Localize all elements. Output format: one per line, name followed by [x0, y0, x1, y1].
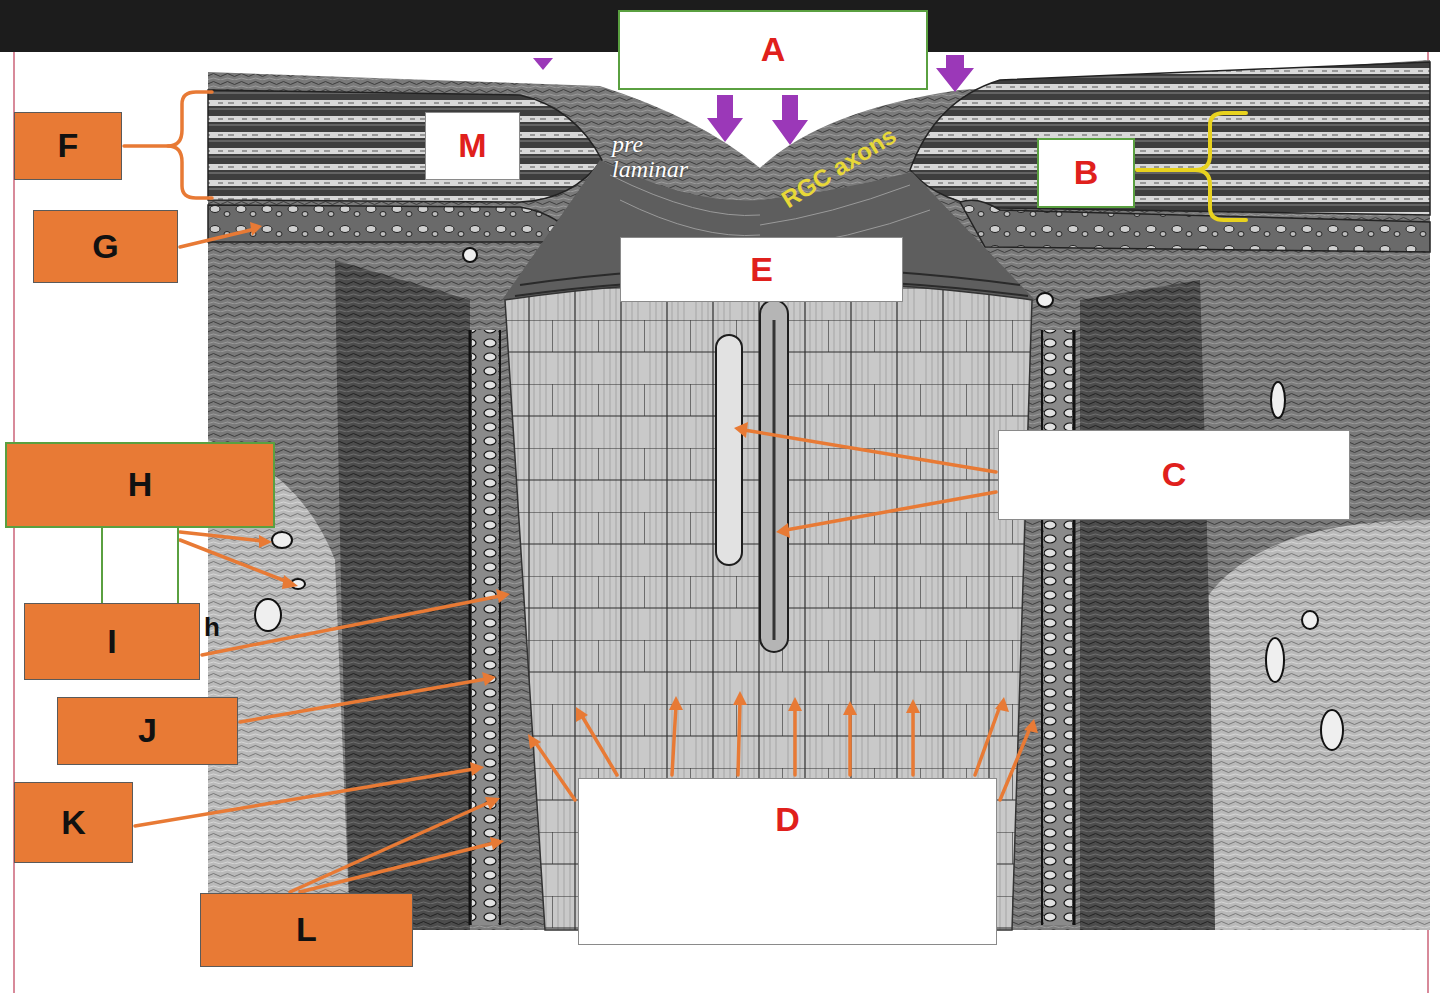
- callout-letter: A: [761, 31, 786, 68]
- callout-letter: J: [138, 712, 157, 749]
- prelaminar-region: [502, 160, 1035, 300]
- orange-arrowheads: [250, 222, 1038, 850]
- label-box: L: [200, 893, 413, 967]
- label-box: I: [24, 603, 200, 680]
- label-box: B: [1037, 138, 1135, 208]
- label-box: G: [33, 210, 178, 283]
- callout-letter: F: [58, 127, 79, 164]
- label-box: E: [620, 237, 903, 302]
- annotation-label: pre laminar: [612, 132, 724, 182]
- callout-letter: G: [92, 228, 118, 265]
- label-box: J: [57, 697, 238, 765]
- yellow-bracket: [1137, 113, 1246, 220]
- callout-letter: K: [61, 804, 86, 841]
- label-box: K: [14, 782, 133, 863]
- callout-letter: H: [128, 466, 153, 503]
- callout-letter: D: [775, 801, 800, 838]
- label-box: F: [14, 112, 122, 180]
- central-vessels: [716, 300, 788, 652]
- callout-letter: C: [1162, 456, 1187, 493]
- label-box: H: [5, 442, 275, 528]
- callout-letter: L: [296, 911, 317, 948]
- callout-letter: E: [750, 251, 773, 288]
- label-box: D: [578, 778, 997, 945]
- annotation-label: h: [204, 612, 220, 643]
- label-box: M: [425, 112, 520, 180]
- label-box: A: [618, 10, 928, 90]
- label-box: C: [998, 430, 1350, 520]
- green-connector: [102, 528, 178, 604]
- callout-letter: I: [107, 623, 116, 660]
- callout-letter: M: [458, 127, 486, 164]
- callout-letter: B: [1074, 154, 1099, 191]
